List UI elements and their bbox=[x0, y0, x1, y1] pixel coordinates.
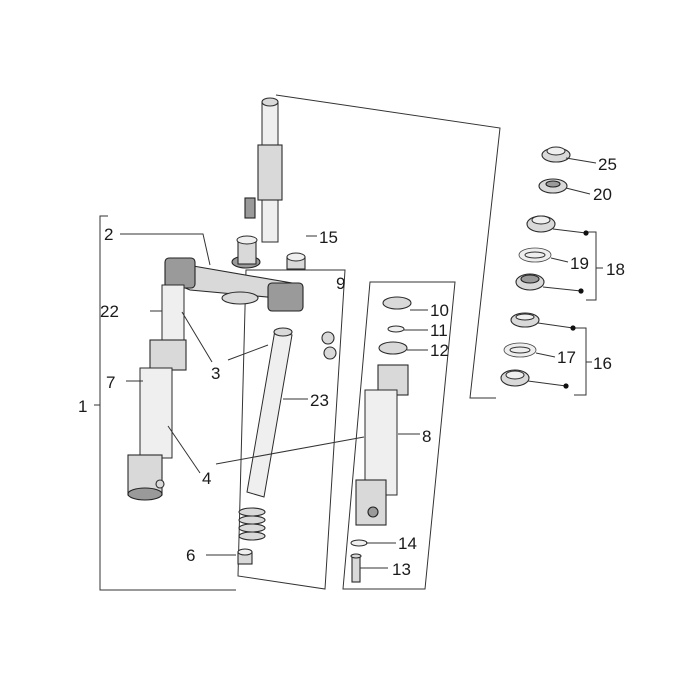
clip-11 bbox=[387, 325, 405, 333]
cup-16-upper bbox=[510, 312, 540, 328]
cap-15 bbox=[286, 252, 306, 270]
callout-13: 13 bbox=[392, 560, 411, 579]
callout-1: 1 bbox=[78, 397, 87, 416]
assembly-bracket-1 bbox=[94, 215, 236, 591]
callout-20: 20 bbox=[593, 185, 612, 204]
seal-10 bbox=[382, 296, 412, 310]
callout-4: 4 bbox=[202, 469, 211, 488]
fork-spring bbox=[238, 507, 266, 541]
callout-22: 22 bbox=[100, 302, 119, 321]
left-fork-leg bbox=[127, 284, 187, 501]
callout-12: 12 bbox=[430, 341, 449, 360]
bracket-18 bbox=[586, 231, 603, 301]
callout-16: 16 bbox=[593, 354, 612, 373]
leader-lines bbox=[120, 157, 597, 569]
steering-stem-bracket bbox=[275, 94, 501, 399]
callout-labels: 1 2 3 4 6 7 8 9 10 11 12 13 14 15 16 17 … bbox=[78, 155, 625, 579]
washer-20 bbox=[538, 178, 568, 194]
bolt-13 bbox=[350, 553, 362, 583]
inner-tube-23 bbox=[246, 327, 293, 498]
callout-11: 11 bbox=[430, 321, 448, 340]
right-leg-inner-bracket-8 bbox=[342, 281, 456, 590]
callout-6: 6 bbox=[186, 546, 195, 565]
washer-14 bbox=[350, 539, 368, 547]
callout-2: 2 bbox=[104, 225, 113, 244]
callout-14: 14 bbox=[398, 534, 417, 553]
callout-19: 19 bbox=[570, 254, 589, 273]
bracket-16 bbox=[574, 327, 592, 396]
callout-9: 9 bbox=[336, 274, 345, 293]
fork-crown bbox=[164, 235, 304, 312]
ball-cage-19 bbox=[518, 247, 552, 263]
callout-18: 18 bbox=[606, 260, 625, 279]
callout-17: 17 bbox=[557, 348, 576, 367]
callout-10: 10 bbox=[430, 301, 449, 320]
outer-slider-8 bbox=[355, 364, 409, 526]
callout-8: 8 bbox=[422, 427, 431, 446]
right-leg-bracket-9 bbox=[237, 269, 346, 590]
cup-18-upper bbox=[526, 215, 556, 233]
bushing-6 bbox=[237, 548, 253, 565]
cup-16-lower bbox=[500, 369, 530, 387]
callout-7: 7 bbox=[106, 373, 115, 392]
ring-12 bbox=[378, 341, 408, 355]
ball-cage-17 bbox=[503, 342, 537, 358]
callout-25: 25 bbox=[598, 155, 617, 174]
steering-stem-tube bbox=[244, 97, 283, 243]
callout-23: 23 bbox=[310, 391, 329, 410]
cup-18-lower bbox=[515, 273, 545, 291]
callout-3: 3 bbox=[211, 364, 220, 383]
locknut-25 bbox=[541, 146, 571, 163]
callout-15: 15 bbox=[319, 228, 338, 247]
bolts-9 bbox=[321, 331, 337, 360]
reference-dots bbox=[563, 230, 589, 389]
